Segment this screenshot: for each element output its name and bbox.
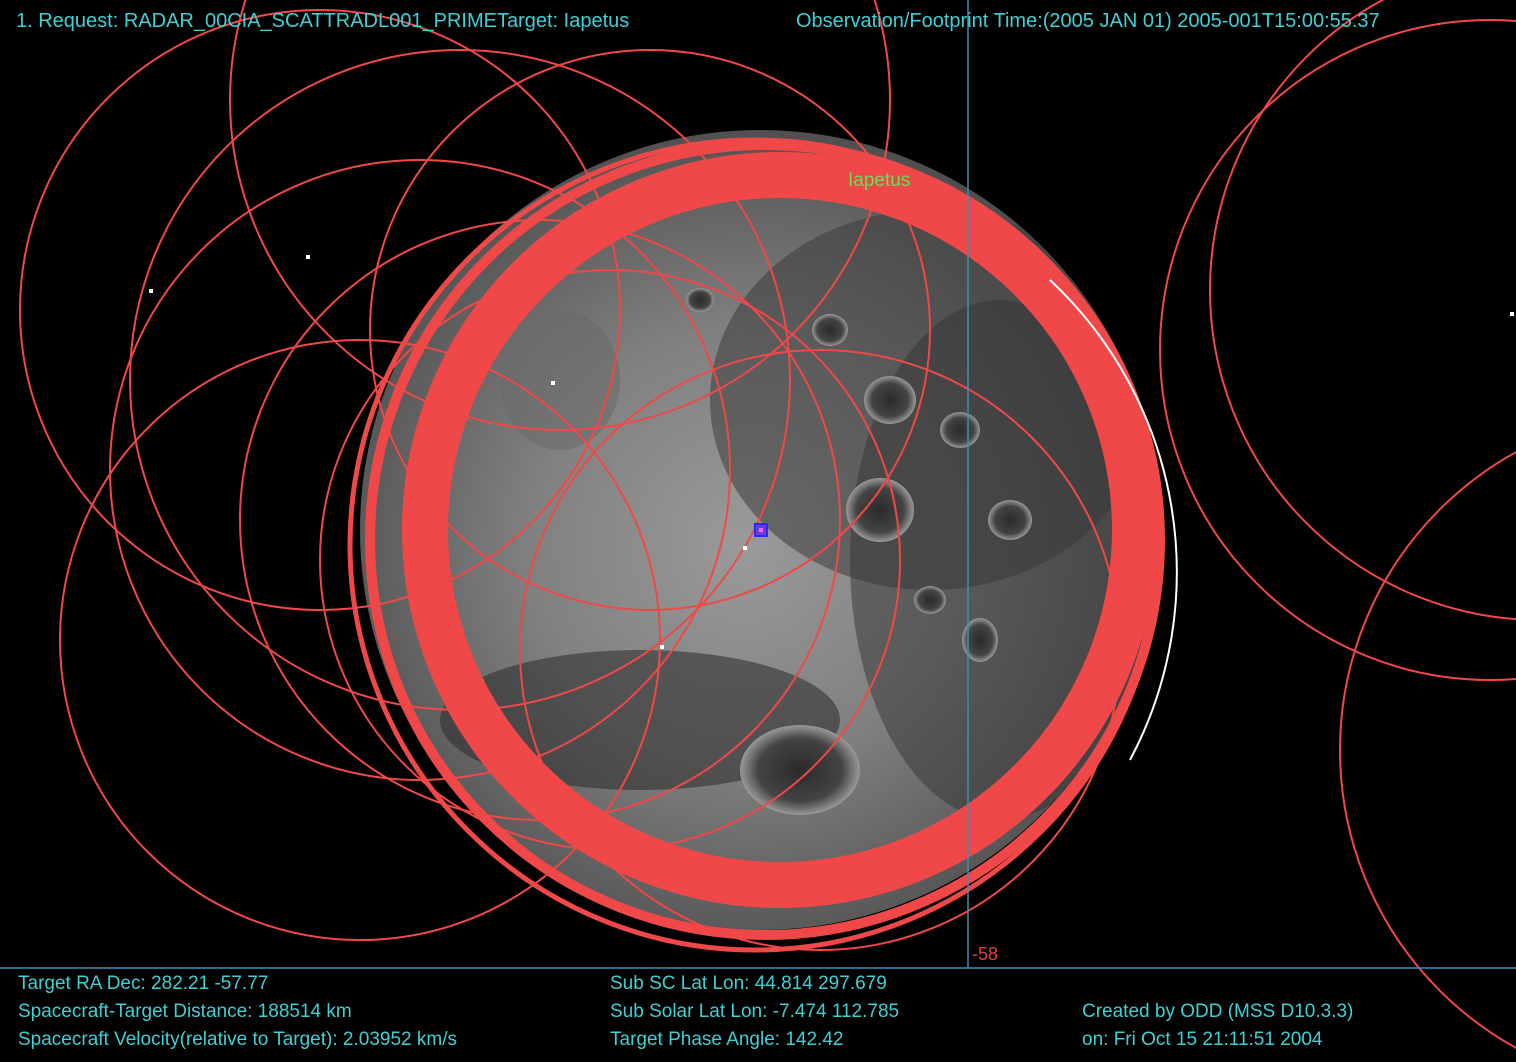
boresight-marker-icon [754, 523, 768, 537]
limb-outline [1049, 279, 1178, 761]
created-by: Created by ODD (MSS D10.3.3) [1082, 1001, 1354, 1022]
spacecraft-target-distance: Spacecraft-Target Distance: 188514 km [18, 1001, 352, 1022]
footprint-outlines [19, 0, 1516, 1049]
target-name-label: Iapetus [848, 170, 911, 191]
latitude-tick-label: -58 [972, 944, 999, 964]
target-ra-dec: Target RA Dec: 282.21 -57.77 [18, 973, 269, 994]
sub-sc-lat-lon: Sub SC Lat Lon: 44.814 297.679 [610, 973, 887, 994]
observation-time-label: Observation/Footprint Time:(2005 JAN 01)… [796, 10, 1380, 32]
footer-right-info: Created by ODD (MSS D10.3.3) on: Fri Oct… [1082, 998, 1353, 1054]
footer-middle-info: Sub SC Lat Lon: 44.814 297.679 Sub Solar… [610, 970, 899, 1054]
footprint-swath-ring [347, 137, 1165, 953]
target-phase-angle: Target Phase Angle: 142.42 [610, 1029, 844, 1050]
created-on: on: Fri Oct 15 21:11:51 2004 [1082, 1029, 1323, 1050]
spacecraft-velocity: Spacecraft Velocity(relative to Target):… [18, 1029, 457, 1050]
grid-lines [0, 0, 1516, 969]
sub-solar-lat-lon: Sub Solar Lat Lon: -7.474 112.785 [610, 1001, 900, 1022]
star-marker-icon [149, 255, 1514, 649]
footer-left-info: Target RA Dec: 282.21 -57.77 Spacecraft-… [18, 970, 457, 1054]
request-label: 1. Request: RADAR_00CIA_SCATTRADL001_PRI… [16, 10, 630, 32]
